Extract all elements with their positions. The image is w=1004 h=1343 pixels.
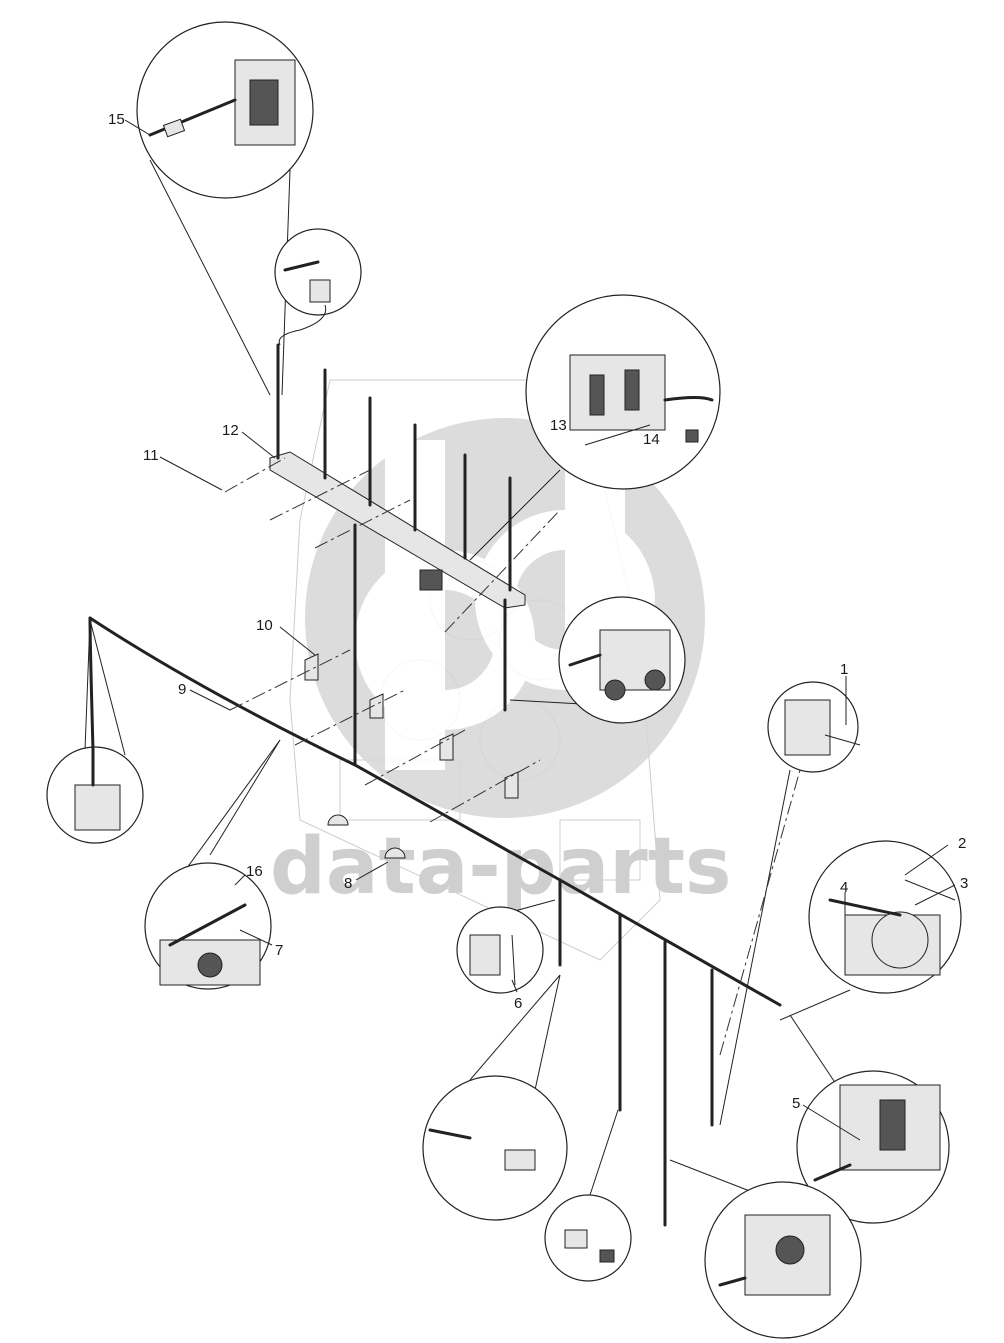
callout-6: 6 <box>514 995 522 1012</box>
callout-3: 3 <box>960 875 968 892</box>
detail-view-sensor-head <box>136 21 314 396</box>
callout-13: 13 <box>550 417 567 434</box>
callout-14: 14 <box>643 431 660 448</box>
detail-view-ecu <box>469 294 721 561</box>
detail-view-sensor-lower-center <box>544 1109 632 1282</box>
callout-5: 5 <box>792 1095 800 1112</box>
detail-view-sensor-lower-left <box>422 974 568 1221</box>
callout-11: 11 <box>143 447 159 464</box>
assembly-lines <box>224 457 801 1056</box>
callout-10: 10 <box>256 617 273 634</box>
detail-view-sensor-6 <box>456 899 556 994</box>
detail-view-injector-left <box>46 619 144 844</box>
callout-2: 2 <box>958 835 966 852</box>
callout-15: 15 <box>108 111 125 128</box>
injector-harness-rail <box>269 343 526 767</box>
callout-1: 1 <box>840 661 848 678</box>
callout-labels: 1 2 3 4 5 6 7 8 9 10 11 12 13 14 15 16 <box>108 111 968 1112</box>
callout-8: 8 <box>344 875 352 892</box>
callout-7: 7 <box>275 942 283 959</box>
leader-lines <box>124 119 956 1141</box>
detail-view-fuel-pump <box>509 596 686 724</box>
detail-view-sensor-7 <box>144 739 281 990</box>
detail-view-fuel-injection-pump <box>669 1159 862 1339</box>
main-wiring-harness <box>88 616 782 1227</box>
watermark-text: data-parts <box>270 822 731 912</box>
detail-view-pressure-sensor <box>274 228 362 346</box>
callout-4: 4 <box>840 879 848 896</box>
detail-view-thermostat-housing <box>779 840 962 1021</box>
detail-view-sensor-5 <box>789 1014 950 1224</box>
callout-16: 16 <box>246 863 263 880</box>
callout-9: 9 <box>178 681 186 698</box>
detail-view-sensor-1 <box>719 681 861 1126</box>
bracket-set <box>304 653 519 859</box>
callout-12: 12 <box>222 422 239 439</box>
